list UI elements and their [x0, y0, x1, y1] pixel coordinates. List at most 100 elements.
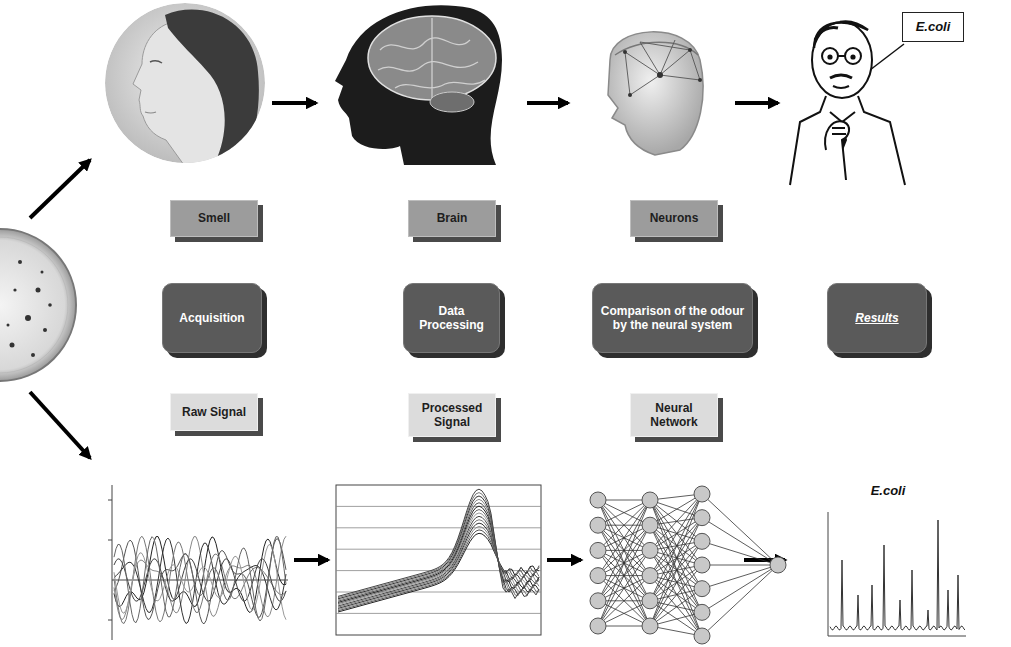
- box-text: Raw Signal: [182, 405, 246, 419]
- woman-face-part: [150, 61, 162, 63]
- network-link: [598, 500, 650, 626]
- network-link: [702, 565, 778, 589]
- petri-dish-part: [43, 328, 47, 332]
- neuron-head-part-part: [690, 50, 700, 80]
- network-link: [598, 550, 650, 626]
- process-box: Data Processing: [403, 283, 500, 353]
- processed-signal-chart: [336, 485, 541, 635]
- scientist-cartoon-part: [832, 128, 846, 134]
- network-link: [702, 494, 778, 565]
- processed-signal-chart-part: [336, 485, 541, 635]
- woman-face: [105, 3, 265, 165]
- box-text: Results: [855, 311, 898, 325]
- raw-signal-chart-part: [108, 540, 112, 541]
- raw-signal-chart-part: [108, 620, 112, 621]
- neuron-head-part-part: [660, 75, 700, 80]
- network-neuron: [642, 618, 658, 634]
- network-link: [702, 518, 778, 565]
- network-link: [598, 500, 650, 576]
- neuron-head-part: [623, 50, 627, 54]
- grid-line: [336, 613, 541, 614]
- neuron-head-part-part: [640, 42, 690, 50]
- petri-dish-part: [31, 353, 35, 357]
- flow-arrow-part: [272, 101, 316, 105]
- scientist-cartoon-part: [830, 112, 855, 122]
- brain-head-part: [430, 92, 474, 112]
- scientist-cartoon: [790, 21, 905, 185]
- petri-dish-part: [18, 260, 22, 264]
- petri-dish-part: [25, 315, 31, 321]
- network-link: [598, 500, 650, 626]
- scientist-cartoon-part: [790, 96, 826, 185]
- scientist-cartoon-part: [838, 55, 845, 57]
- flow-arrow-part: [30, 160, 90, 218]
- raw-signal-trace: [114, 536, 286, 623]
- network-link: [598, 601, 650, 626]
- network-link: [598, 500, 650, 525]
- network-neuron: [694, 533, 710, 549]
- signal-label-box: Processed Signal: [408, 393, 496, 437]
- woman-face-part: [145, 112, 156, 113]
- neuron-head-part: [688, 48, 692, 52]
- processed-signal-trace: [338, 503, 539, 601]
- box-text: E.coli: [916, 19, 951, 35]
- process-box: Comparison of the odour by the neural sy…: [592, 283, 753, 353]
- petri-dish-part: [41, 271, 44, 274]
- signal-label-box: Neural Network: [630, 393, 718, 437]
- result-box: Results: [827, 283, 927, 353]
- network-neuron: [590, 542, 606, 558]
- flow-arrow-part: [735, 101, 778, 105]
- network-neuron: [590, 618, 606, 634]
- brain-head-part: [368, 16, 496, 100]
- network-link: [598, 550, 650, 626]
- network-link: [598, 500, 650, 525]
- neuron-head-part: [698, 78, 702, 82]
- callout-box: E.coli: [902, 12, 964, 42]
- scientist-cartoon-part: [870, 44, 904, 70]
- processed-signal-trace: [338, 489, 539, 598]
- result-label: E.coli: [871, 483, 906, 498]
- box-text: Smell: [198, 211, 230, 225]
- petri-dish-part: [13, 288, 16, 291]
- scientist-cartoon-part: [825, 121, 849, 180]
- petri-dish-part: [7, 324, 10, 327]
- brain-head: [335, 5, 502, 165]
- network-link: [702, 565, 778, 566]
- neuron-head-part: [625, 40, 700, 95]
- scientist-cartoon-part: [822, 48, 838, 64]
- box-text: Acquisition: [179, 311, 244, 325]
- neuron-head-part-part: [630, 75, 660, 95]
- neuron-head-part-part: [625, 52, 630, 95]
- network-neuron: [590, 517, 606, 533]
- network-link: [702, 565, 778, 612]
- process-box: Acquisition: [162, 283, 262, 353]
- scientist-cartoon-part: [858, 96, 905, 185]
- woman-face-part: [165, 10, 259, 165]
- organ-label-box: Brain: [408, 200, 496, 237]
- signal-label-box: Raw Signal: [170, 393, 258, 431]
- network-link: [598, 601, 650, 626]
- petri-dish-part: [36, 288, 41, 293]
- network-neuron: [590, 568, 606, 584]
- flow-arrow-part: [294, 558, 328, 562]
- network-neuron: [642, 568, 658, 584]
- network-neuron: [694, 486, 710, 502]
- scientist-cartoon-part: [845, 48, 861, 64]
- neuron-head-part-part: [660, 50, 690, 75]
- network-link: [650, 494, 702, 626]
- chromatogram-chart-part: [828, 512, 829, 636]
- processed-signal-trace: [338, 499, 539, 600]
- box-text: Comparison of the odour by the neural sy…: [599, 304, 746, 333]
- network-neuron: [590, 593, 606, 609]
- neuron-head-part: [628, 93, 632, 97]
- brain-head-part: [335, 5, 502, 165]
- neuron-head-part-part: [640, 42, 660, 75]
- network-neuron: [590, 492, 606, 508]
- network-neuron: [642, 492, 658, 508]
- network-neuron: [694, 581, 710, 597]
- processed-signal-trace: [338, 496, 539, 599]
- petri-dish-part: [0, 229, 76, 381]
- box-text: Neural Network: [635, 401, 713, 430]
- scientist-cartoon-part: [815, 28, 838, 41]
